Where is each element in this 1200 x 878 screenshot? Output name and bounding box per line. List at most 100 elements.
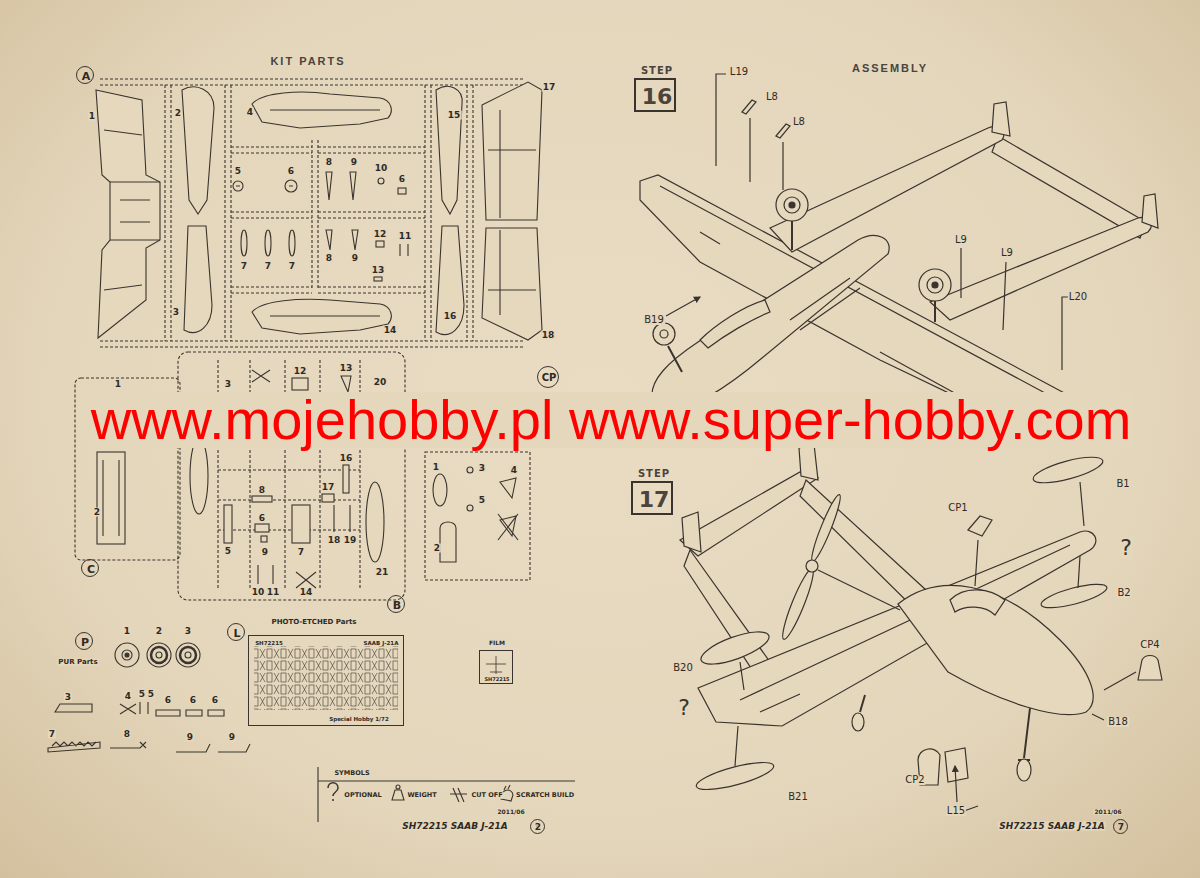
clear-part: [433, 474, 447, 506]
etch-part: [742, 100, 756, 114]
date-code: 2011/06: [496, 809, 525, 815]
wheel: [789, 202, 795, 208]
resin-parts: [156, 652, 162, 658]
part-number: 2: [93, 508, 101, 517]
box-text: Special Hobby 1/72: [329, 717, 389, 723]
resin-parts: [122, 650, 132, 660]
part-number: 14: [383, 326, 398, 335]
kit-part: [400, 244, 408, 256]
part-number: 18: [327, 536, 342, 545]
box-heading: STEP: [641, 66, 673, 76]
kit-part: [96, 82, 542, 340]
clear-part: [467, 467, 473, 473]
callout-label: L8: [765, 92, 779, 102]
prop-shaft: [818, 570, 900, 610]
part-number: 8: [258, 486, 266, 495]
kit-part: [378, 178, 384, 184]
weight-icon: [392, 790, 404, 800]
callout-label: L9: [954, 235, 968, 245]
part-number: 6: [398, 175, 406, 184]
clear-part: [500, 478, 516, 498]
callout-label: B19: [643, 315, 665, 325]
circle-letter: P: [81, 637, 89, 648]
fin: [799, 444, 818, 480]
kit-part: [376, 241, 384, 247]
part-number: 3: [224, 380, 232, 389]
kit-part: [341, 376, 351, 392]
kit-part: [292, 505, 310, 543]
callout-label: B21: [787, 792, 809, 802]
cut-icon: [450, 788, 467, 802]
leader-line: [735, 482, 1136, 802]
part-number: 6: [164, 696, 172, 705]
part-number: 5: [224, 547, 232, 556]
symbol-label: SCRATCH BUILD: [515, 792, 575, 799]
wing: [698, 531, 1096, 726]
section-heading: ASSEMBLY: [851, 63, 929, 74]
kit-part: [366, 482, 384, 562]
part-number: 9: [261, 548, 269, 557]
weight-icon: [396, 785, 400, 789]
box-text: SAAB J-21A: [364, 641, 399, 647]
kit-part: [252, 299, 391, 334]
optional-symbol: ?: [677, 697, 691, 719]
circle-letter: C: [87, 564, 95, 575]
sprue-cp: [425, 452, 530, 580]
wingtip-part: [697, 625, 772, 670]
kit-part: [190, 438, 208, 514]
part-number: 19: [343, 536, 358, 545]
kit-part: [374, 277, 382, 281]
part-number: 10: [374, 164, 389, 173]
wheel: [660, 330, 668, 338]
sprue-letter: B: [387, 595, 405, 613]
optional-symbol: ?: [1119, 537, 1133, 559]
step-box: STEP17: [631, 481, 673, 515]
step17-aircraft: [680, 444, 1162, 811]
sprue-frame: [425, 452, 530, 580]
canopy: [700, 300, 770, 348]
gear-leg: [860, 695, 1030, 760]
part-number: 14: [299, 588, 314, 597]
callout-label: CP2: [904, 775, 925, 785]
kit-part: [182, 87, 214, 214]
wheel: [1017, 759, 1031, 781]
panel-line: [660, 186, 1084, 424]
circle-letter: A: [82, 71, 91, 82]
canopy-part: [968, 516, 992, 536]
kit-part: [289, 230, 295, 256]
part-number: 17: [542, 83, 557, 92]
resin-parts: [180, 647, 196, 663]
photo-etch-fret: [254, 646, 398, 710]
optional-icon: [328, 783, 338, 801]
symbol-label: OPTIONAL: [343, 792, 382, 799]
part-number: 1: [123, 627, 131, 636]
part-number: 12: [373, 230, 388, 239]
symbol-label: WEIGHT: [406, 792, 437, 799]
resin-parts: [185, 652, 191, 658]
kit-part: [326, 172, 332, 200]
fin: [682, 512, 701, 552]
sprue-letter: P: [75, 632, 93, 650]
resin-parts: [147, 643, 171, 667]
part-number: 1: [114, 380, 122, 389]
resin-parts: [125, 653, 129, 657]
part-number: 4: [246, 108, 254, 117]
kit-part: [265, 230, 271, 256]
part-number: 3: [184, 627, 192, 636]
prop-blade: [778, 567, 818, 642]
part-number: 5: [138, 690, 146, 699]
resin-parts: [176, 643, 200, 667]
kit-part: [482, 228, 542, 340]
resin-parts: [115, 643, 139, 667]
fin: [1142, 194, 1158, 228]
kit-part: [241, 230, 247, 256]
panel-line: [103, 460, 119, 536]
part-number: 2: [155, 627, 163, 636]
panel-line: [104, 110, 536, 316]
kit-part: [436, 86, 462, 214]
part-number: 3: [64, 693, 72, 702]
part-number: 6: [211, 696, 219, 705]
date-code: 2011/06: [1093, 809, 1122, 815]
kit-code: SH72215 SAAB J-21A: [401, 822, 508, 831]
symbol-label: CUT OFF: [470, 792, 503, 799]
